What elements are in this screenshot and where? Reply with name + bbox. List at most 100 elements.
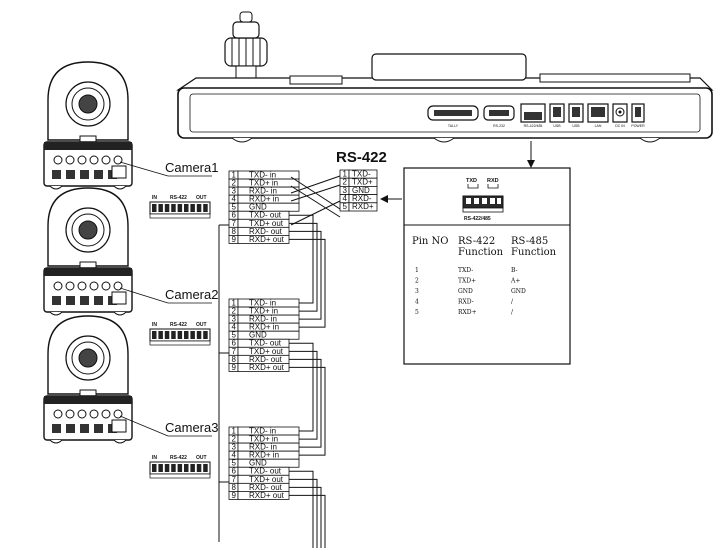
pin-number: 4 (232, 195, 237, 204)
svg-text:RS-422/485: RS-422/485 (464, 216, 491, 222)
pin-row-rs422: TXD+ (458, 278, 476, 285)
pin-number: 3 (343, 186, 348, 195)
svg-text:Function: Function (458, 247, 504, 258)
rs422-485-port (520, 103, 546, 123)
pin-number: 2 (343, 178, 348, 187)
pin-number: 2 (232, 435, 237, 444)
pin-signal: RXD- in (249, 315, 277, 324)
pin-signal: TXD+ in (249, 179, 278, 188)
svg-text:RS-422: RS-422 (170, 455, 187, 461)
pin-signal: RXD- out (249, 355, 283, 364)
keyboard-port-label: USB (553, 124, 561, 128)
pin-number: 9 (232, 363, 237, 372)
pin-signal: RXD- out (249, 483, 283, 492)
pin-signal: RXD+ out (249, 235, 285, 244)
pin-number: 1 (232, 170, 237, 179)
pin-signal: GND (249, 459, 267, 468)
pin-number: 9 (232, 491, 237, 500)
pin-number: 7 (232, 219, 237, 228)
usb-port (549, 103, 565, 123)
keyboard-port-label: DC IN (615, 124, 625, 128)
svg-text:RS-422: RS-422 (458, 236, 495, 247)
svg-text:RS-485: RS-485 (511, 236, 548, 247)
svg-text:Pin NO: Pin NO (412, 236, 449, 247)
lan-port (587, 103, 609, 123)
pin-number: 2 (232, 307, 237, 316)
pin-row-rs422: GND (458, 288, 473, 295)
pin-signal: TXD+ (352, 178, 373, 187)
pin-number: 7 (232, 475, 237, 484)
svg-text:Function: Function (511, 247, 557, 258)
rs422-connector-icon: TXD RXD RS-422/485 (462, 178, 504, 222)
pin-number: 6 (232, 211, 237, 220)
pin-row-number: 5 (415, 309, 419, 316)
pin-number: 6 (232, 467, 237, 476)
pin-signal: TXD- (352, 169, 371, 178)
camera-label: Camera3 (165, 420, 218, 435)
svg-text:IN: IN (152, 322, 157, 328)
keyboard-port-label: RS-232 (493, 124, 505, 128)
pin-number: 5 (232, 459, 237, 468)
pin-signal: TXD- out (249, 467, 282, 476)
svg-text:TXD: TXD (466, 178, 477, 184)
pin-number: 8 (232, 227, 237, 236)
pin-signal: RXD- (352, 194, 372, 203)
pin-row-rs422: RXD- (458, 299, 474, 306)
pin-row-number: 1 (415, 267, 419, 274)
pin-signal: RXD+ in (249, 195, 279, 204)
pin-row-rs485: / (511, 299, 514, 306)
svg-text:RXD: RXD (487, 178, 499, 184)
pin-signal: RXD+ out (249, 363, 285, 372)
pin-row-number: 4 (415, 299, 419, 306)
camera-label: Camera2 (165, 287, 218, 302)
pin-number: 5 (232, 203, 237, 212)
pin-row-number: 3 (415, 288, 419, 295)
pin-number: 9 (232, 235, 237, 244)
pin-signal: GND (352, 186, 370, 195)
pin-signal: GND (249, 203, 267, 212)
pin-number: 3 (232, 315, 237, 324)
joystick-icon (224, 11, 268, 79)
svg-text:IN: IN (152, 455, 157, 461)
pin-number: 4 (232, 451, 237, 460)
pin-signal: TXD+ out (249, 219, 284, 228)
pin-number: 1 (343, 169, 348, 178)
pin-number: 6 (232, 339, 237, 348)
tally-port (427, 105, 479, 121)
pin-signal: RXD+ in (249, 451, 279, 460)
pin-signal: TXD- out (249, 211, 282, 220)
pin-signal: RXD+ out (249, 491, 285, 500)
pin-number: 8 (232, 355, 237, 364)
dc-in-port (612, 103, 628, 123)
pin-signal: RXD- out (249, 227, 283, 236)
svg-text:OUT: OUT (196, 195, 207, 201)
pin-number: 3 (232, 187, 237, 196)
pin-signal: GND (249, 331, 267, 340)
usb-port (568, 103, 584, 123)
pin-row-rs485: A+ (510, 278, 520, 285)
protocol-title: RS-422 (336, 149, 387, 166)
pin-number: 5 (232, 331, 237, 340)
daisy-chain-wires (289, 214, 326, 548)
svg-text:IN: IN (152, 195, 157, 201)
keyboard-port-label: RS-422/485 (524, 124, 543, 128)
pin-number: 8 (232, 483, 237, 492)
pin-signal: TXD+ in (249, 307, 278, 316)
pin-row-rs485: / (511, 309, 514, 316)
keyboard-port-label: POWER (631, 124, 645, 128)
pin-number: 3 (232, 443, 237, 452)
pin-number: 1 (232, 426, 237, 435)
keyboard-port-label: TALLY (448, 124, 459, 128)
pin-signal: TXD+ out (249, 475, 284, 484)
pin-row-rs485: GND (511, 288, 526, 295)
